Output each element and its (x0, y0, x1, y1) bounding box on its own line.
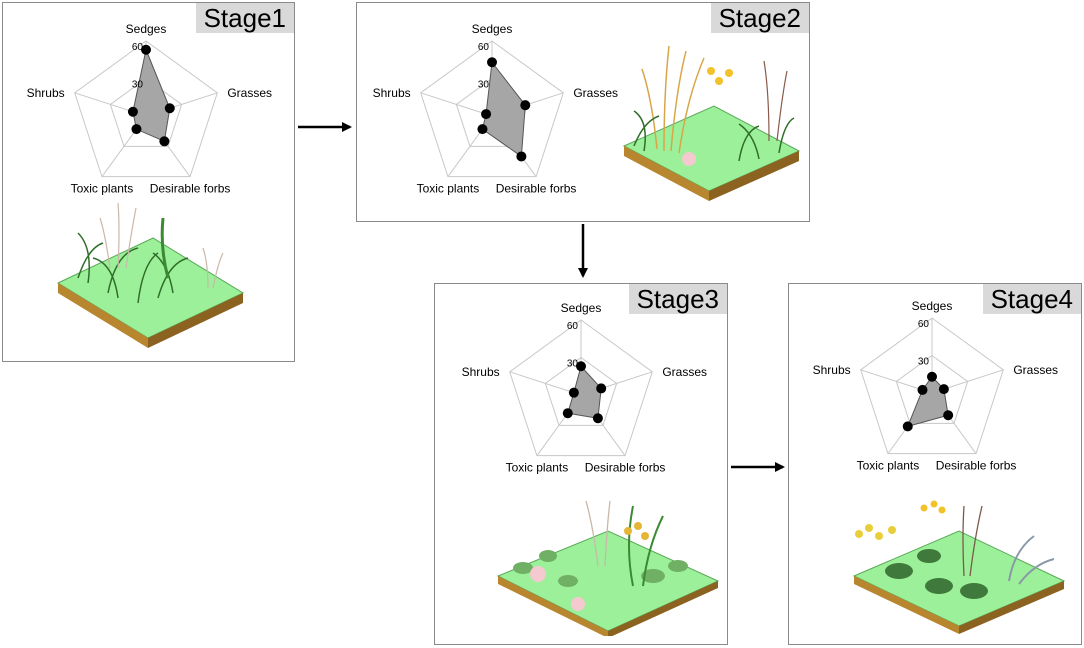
radar-data-point (520, 100, 531, 111)
radar-tick-label: 30 (918, 357, 930, 368)
radar-axis-label: Sedges (912, 299, 953, 313)
radar-axis-label: Toxic plants (506, 461, 569, 475)
radar-grid-ring (544, 356, 618, 426)
radar-axis-label: Toxic plants (417, 182, 480, 196)
radar-tick-label: 30 (567, 359, 579, 370)
radar-data-point (596, 383, 607, 394)
radar-axis-label: Shrubs (373, 86, 411, 100)
radar-spoke (420, 92, 493, 117)
stage4-plant-illustration (852, 500, 1066, 634)
radar-axis-label: Toxic plants (71, 182, 134, 196)
radar-tick-label: 60 (918, 319, 930, 330)
radar-data-area (906, 375, 949, 428)
radar-axis-label: Shrubs (462, 365, 500, 379)
radar-data-point (164, 103, 175, 114)
radar-grid-ring (74, 40, 218, 178)
radar-data-point (487, 57, 497, 68)
stage1-plant-illustration (56, 202, 245, 348)
radar-data-point (902, 421, 913, 432)
radar-axis-label: Shrubs (813, 363, 851, 377)
stage1-title: Stage1 (195, 3, 294, 33)
radar-tick-label: 30 (132, 80, 144, 91)
radar-data-area (481, 60, 526, 158)
radar-axis-label: Desirable forbs (936, 459, 1017, 473)
radar-data-point (927, 371, 937, 382)
stage3-title: Stage3 (628, 284, 727, 314)
radar-grid-ring (860, 317, 1004, 455)
radar-axis-label: Grasses (1013, 363, 1058, 377)
radar-grid-ring (509, 319, 653, 457)
radar-data-point (481, 109, 492, 120)
stage2-title: Stage2 (710, 3, 809, 33)
radar-axis-label: Shrubs (27, 86, 65, 100)
radar-grid-ring (420, 40, 564, 178)
radar-axis-label: Grasses (573, 86, 618, 100)
radar-axis-label: Desirable forbs (585, 461, 666, 475)
radar-axis-label: Sedges (126, 22, 167, 36)
radar-axis-label: Sedges (561, 301, 602, 315)
radar-grid-ring (109, 77, 183, 147)
radar-axis-label: Grasses (227, 86, 272, 100)
radar-data-point (477, 124, 488, 135)
radar-data-point (516, 151, 527, 162)
stage3-plant-illustration (496, 500, 720, 636)
radar-data-point (159, 136, 170, 147)
radar-data-point (131, 124, 142, 135)
radar-data-point (562, 408, 573, 419)
radar-data-point (576, 361, 586, 372)
radar-axis-label: Toxic plants (857, 459, 920, 473)
radar-data-point (917, 384, 928, 395)
radar-grid-ring (895, 354, 969, 424)
radar-data-point (141, 44, 151, 55)
stage4-title: Stage4 (982, 284, 1081, 314)
radar-data-point (938, 384, 949, 395)
radar-tick-label: 30 (478, 80, 490, 91)
radar-data-point (943, 410, 954, 421)
radar-tick-label: 60 (567, 321, 579, 332)
stage2-plant-illustration (622, 45, 801, 201)
radar-data-point (568, 387, 579, 398)
radar-axis-label: Desirable forbs (150, 182, 231, 196)
radar-data-point (127, 106, 138, 117)
radar-tick-label: 60 (478, 42, 490, 53)
radar-tick-label: 60 (132, 42, 144, 53)
radar-axis-label: Desirable forbs (496, 182, 577, 196)
radar-axis-label: Grasses (662, 365, 707, 379)
radar-axis-label: Sedges (472, 22, 513, 36)
radar-data-area (132, 48, 171, 142)
radar-data-point (592, 413, 603, 424)
